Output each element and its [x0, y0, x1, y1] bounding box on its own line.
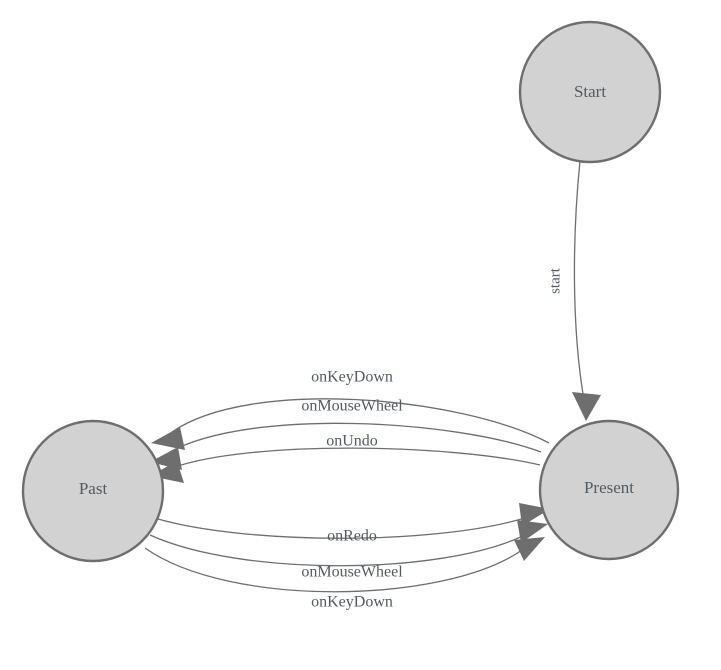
edge-past-to-present-onredo-path	[157, 516, 529, 539]
edge-label-start: start	[547, 267, 563, 294]
edge-present-to-past-onundo-path	[171, 447, 541, 469]
edge-label-present-past-onundo: onUndo	[326, 433, 378, 450]
edge-label-present-past-onmousewheel: onMouseWheel	[301, 398, 403, 415]
node-present-label: Present	[584, 478, 634, 497]
edge-past-to-present-onkeydown[interactable]: onKeyDown	[144, 537, 545, 611]
edge-past-to-present-onkeydown-path	[144, 547, 523, 593]
edge-past-to-present-onmousewheel-path	[149, 534, 526, 567]
edge-present-to-past-onundo[interactable]: onUndo	[150, 433, 541, 483]
node-present-circle[interactable]	[538, 419, 680, 561]
arrowhead-into-present-3	[514, 537, 545, 561]
arrowhead-into-present-top	[572, 392, 601, 421]
edge-present-to-past-onkeydown[interactable]: onKeyDown	[151, 369, 550, 450]
node-past-label: Past	[79, 479, 108, 498]
arrowhead-into-past-1	[151, 427, 185, 450]
edge-label-past-present-onkeydown: onKeyDown	[311, 594, 393, 611]
node-past[interactable]: Past	[21, 419, 165, 563]
node-start[interactable]: Start	[518, 20, 662, 164]
edge-label-past-present-onredo: onRedo	[327, 528, 377, 545]
edge-present-to-past-onkeydown-path	[171, 398, 550, 444]
edge-past-to-present-onredo[interactable]: onRedo	[157, 503, 550, 545]
edge-label-present-past-onkeydown: onKeyDown	[311, 369, 393, 386]
edge-present-to-past-onmousewheel-path	[169, 422, 542, 453]
node-present[interactable]: Present	[538, 419, 680, 561]
edge-start-to-present[interactable]: start	[547, 160, 601, 421]
edge-start-to-present-path	[573, 160, 585, 401]
arrowhead-into-present-2	[517, 520, 548, 543]
edge-label-past-present-onmousewheel: onMouseWheel	[301, 564, 403, 581]
node-past-circle[interactable]	[21, 419, 165, 563]
edge-past-to-present-onmousewheel[interactable]: onMouseWheel	[149, 520, 548, 581]
node-start-label: Start	[574, 82, 606, 101]
node-start-circle[interactable]	[518, 20, 662, 164]
